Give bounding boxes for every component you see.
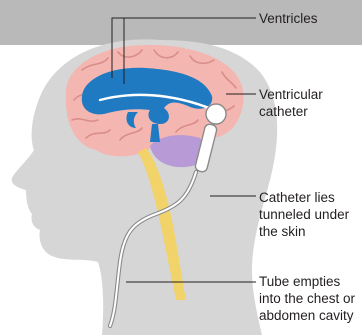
label-ventricles: Ventricles: [259, 10, 318, 27]
label-tube-empties: Tube empties into the chest or abdomen c…: [259, 273, 355, 324]
label-catheter-tunneled: Catheter lies tunneled under the skin: [259, 189, 349, 240]
valve-reservoir: [206, 104, 226, 124]
label-ventricular-catheter: Ventricular catheter: [259, 86, 323, 120]
